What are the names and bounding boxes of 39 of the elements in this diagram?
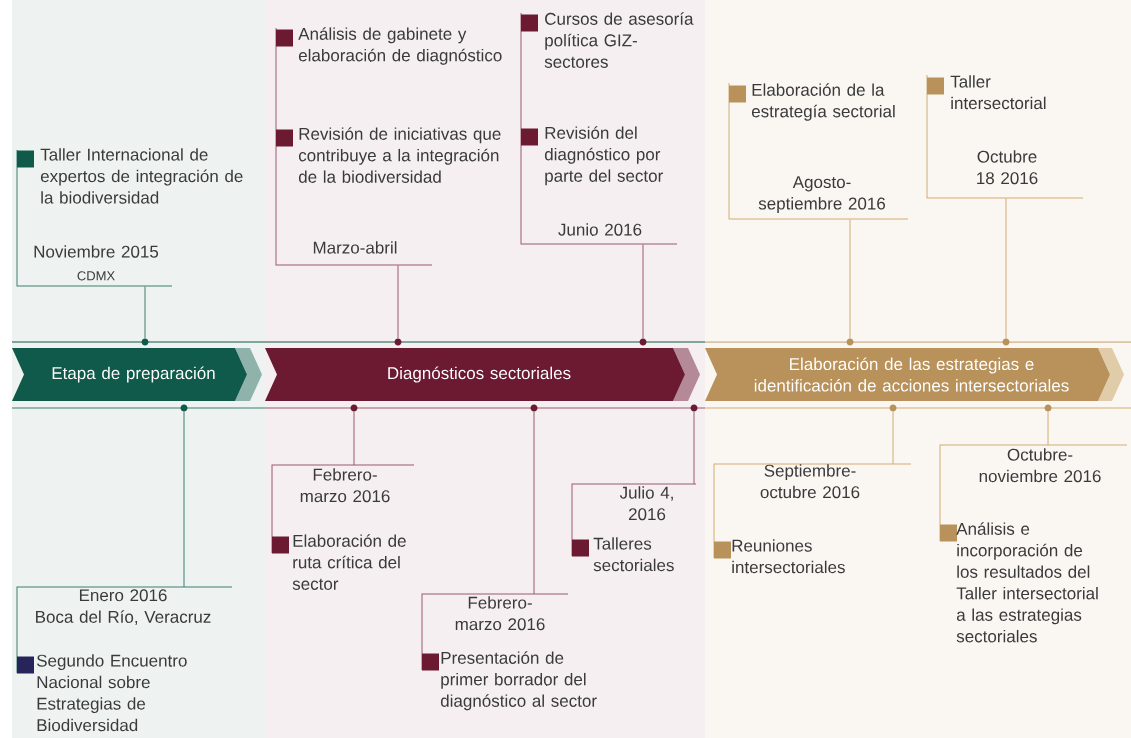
event-text: Reuniones intersectoriales — [732, 539, 845, 574]
event-text: Taller Internacional de expertos de integración de la biodiversidad — [40, 148, 243, 204]
phase-chevron: Etapa de preparación — [12, 348, 247, 401]
date-text: Agosto-septiembre 2016 — [758, 176, 886, 213]
event-text: Cursos de asesoría política GIZ-sectores — [544, 12, 694, 68]
event-text: Elaboración de ruta crítica del sector — [292, 534, 406, 590]
connector-line — [353, 411, 355, 466]
date-text: Octubre- noviembre 2016 — [979, 448, 1101, 483]
event-text: Taller intersectorial — [950, 75, 1046, 110]
date-text: Febrero-marzo 2016 — [300, 468, 390, 503]
connector-line — [642, 243, 644, 339]
date-text: Octubre 18 2016 — [977, 150, 1038, 185]
connector-line — [533, 411, 535, 595]
date-text: Noviembre 2015 — [34, 245, 159, 258]
connector-line — [397, 264, 399, 339]
connector-line — [1047, 411, 1049, 446]
event-text: Talleres sectoriales — [593, 537, 674, 572]
phase-chevron: Elaboración de las estrategias e identificación de acciones intersectoriales — [705, 348, 1110, 401]
event-text: Revisión de iniciativas que contribuye a la integración de la biodiversidad — [298, 127, 501, 183]
connector-line — [183, 411, 185, 588]
connector-line — [144, 285, 146, 339]
date-text: Junio 2016 — [558, 223, 642, 236]
event-text: Análisis de gabinete y elaboración de diagnóstico — [298, 27, 502, 65]
event-text: Segundo Encuentro Nacional sobre Estrategias de Biodiversidad — [36, 654, 187, 732]
connector-line — [1005, 197, 1007, 339]
place-text: CDMX — [77, 271, 115, 281]
date-text: Boca del Río, Veracruz — [36, 610, 211, 625]
connector-line — [849, 218, 851, 339]
connector-line — [892, 411, 894, 465]
date-text: Septiembre-octubre 2016 — [760, 464, 860, 499]
date-text: Febrero-marzo 2016 — [455, 596, 545, 631]
date-text: Enero 2016 — [79, 589, 167, 602]
date-text: Marzo-abril — [313, 241, 397, 254]
date-text: Julio 4, 2016 — [619, 486, 673, 521]
event-text: Revisión del diagnóstico por parte del sector — [544, 126, 663, 186]
event-text: Presentación de primer borrador del diagnóstico al sector — [440, 651, 597, 711]
connector-line — [693, 411, 695, 485]
phase-chevron: Diagnósticos sectoriales — [265, 348, 685, 401]
event-text: Elaboración de la estrategía sectorial — [751, 83, 895, 121]
